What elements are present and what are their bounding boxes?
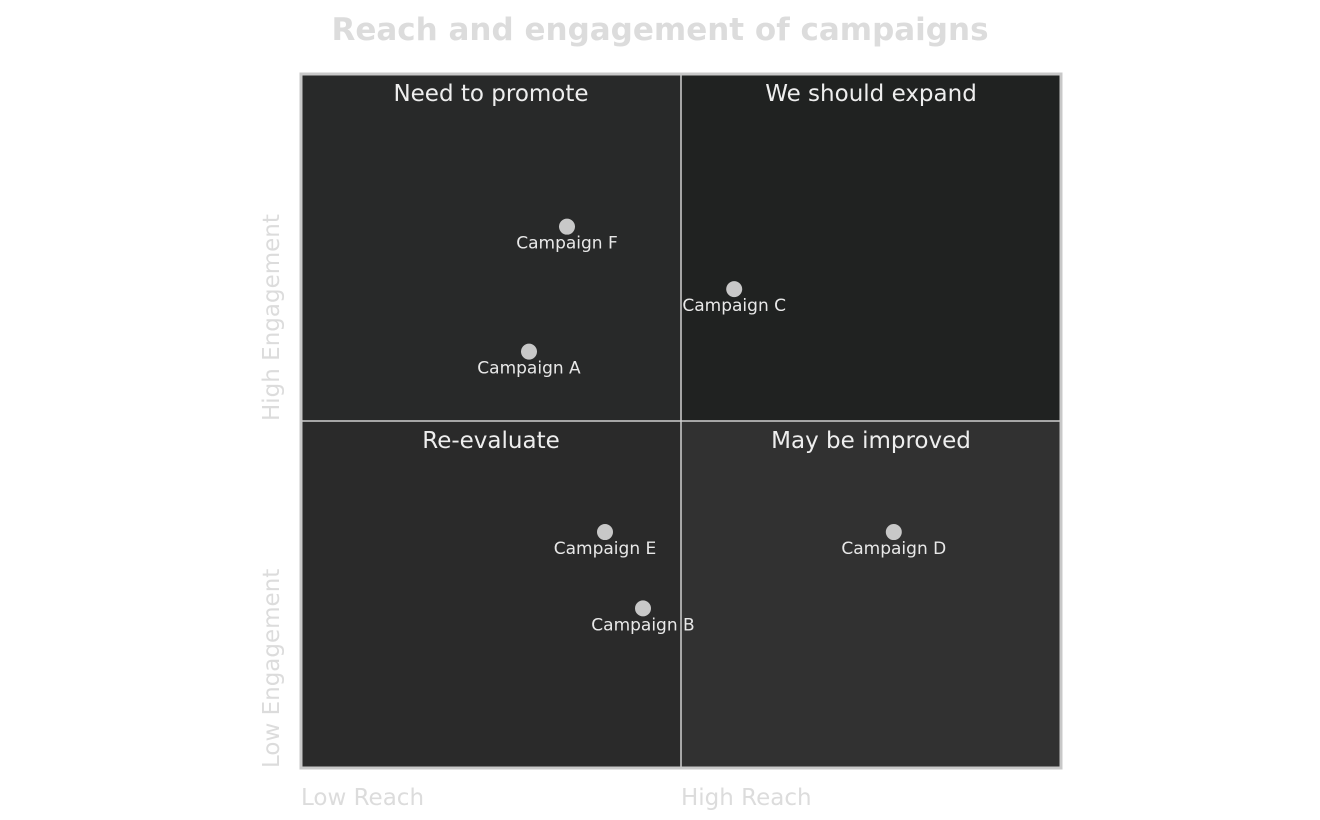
quadrants-group <box>301 74 1061 768</box>
point-label-campaign-f: Campaign F <box>516 234 618 254</box>
point-campaign-f <box>559 218 575 235</box>
quadrant-top-left <box>301 74 681 421</box>
point-campaign-b <box>635 600 651 617</box>
quadrant-bottom-right <box>681 421 1061 768</box>
point-label-campaign-c: Campaign C <box>682 296 786 316</box>
point-label-campaign-d: Campaign D <box>841 539 946 559</box>
y-axis-low-label: Low Engagement <box>259 569 285 768</box>
quadrant-top-right <box>681 74 1061 421</box>
quadrant-label-top-right: We should expand <box>765 81 977 107</box>
point-campaign-c <box>726 281 743 298</box>
x-axis-low-label: Low Reach <box>301 785 424 811</box>
plot-border <box>299 72 1063 770</box>
point-label-campaign-b: Campaign B <box>591 615 694 635</box>
quadrant-label-bottom-left: Re-evaluate <box>422 428 559 454</box>
quadrant-label-top-left: Need to promote <box>393 81 588 107</box>
x-axis-high-label: High Reach <box>681 785 812 811</box>
point-campaign-e <box>597 524 613 541</box>
y-axis-high-label: High Engagement <box>259 214 285 421</box>
point-campaign-d <box>885 524 902 541</box>
chart-title: Reach and engagement of campaigns <box>331 12 988 48</box>
point-label-campaign-e: Campaign E <box>554 539 657 559</box>
points-layer: Campaign A Campaign B Campaign C Campaign D… <box>477 218 946 635</box>
quadrant-bottom-left <box>301 421 681 768</box>
point-label-campaign-a: Campaign A <box>477 359 581 379</box>
quadrant-label-bottom-right: May be improved <box>771 428 971 454</box>
point-campaign-a <box>521 343 537 360</box>
